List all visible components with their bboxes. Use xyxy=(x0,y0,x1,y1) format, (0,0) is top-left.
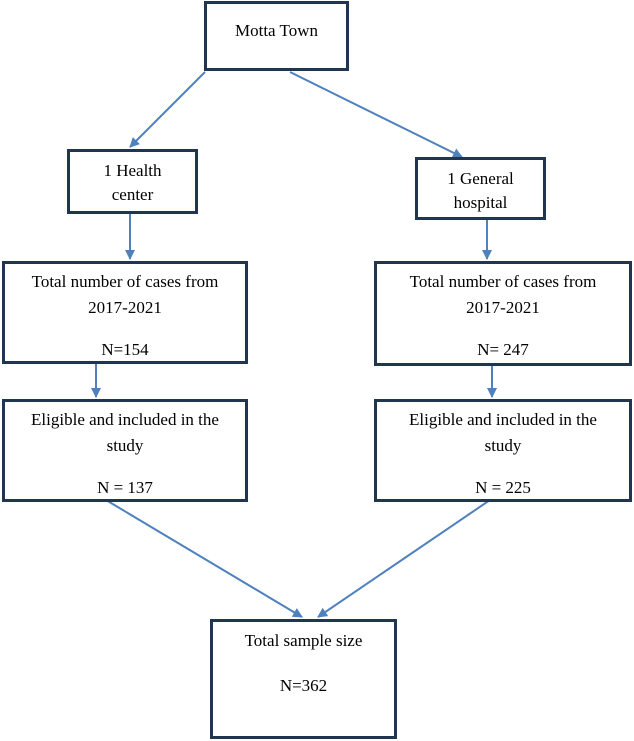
right-eligible-count: N = 225 xyxy=(475,478,531,497)
right-cases-count: N= 247 xyxy=(477,340,529,359)
left-eligible-line1: Eligible and included in the xyxy=(31,410,219,429)
left-eligible-line2: study xyxy=(106,436,144,455)
arrow-root-to-health-center xyxy=(129,71,206,148)
right-cases-line1: Total number of cases from xyxy=(409,272,597,291)
motta-town-label: Motta Town xyxy=(234,21,319,40)
arrow-eligible-left-to-total xyxy=(105,499,303,618)
left-eligible-count: N = 137 xyxy=(97,478,153,497)
left-cases-count: N=154 xyxy=(101,340,149,359)
health-center-line2: center xyxy=(111,185,154,204)
total-sample-count: N=362 xyxy=(279,676,328,695)
left-cases-line1: Total number of cases from xyxy=(31,272,219,291)
health-center-box: 1 Health center xyxy=(67,149,198,214)
right-eligible-box: Eligible and included in the study N = 2… xyxy=(374,399,632,502)
general-hospital-box: 1 General hospital xyxy=(415,157,546,220)
general-hospital-line2: hospital xyxy=(453,193,508,212)
total-sample-box: Total sample size N=362 xyxy=(210,619,397,739)
left-cases-line2: 2017-2021 xyxy=(88,298,162,317)
right-cases-line2: 2017-2021 xyxy=(466,298,540,317)
right-eligible-line1: Eligible and included in the xyxy=(409,410,597,429)
right-eligible-line2: study xyxy=(484,436,522,455)
left-eligible-box: Eligible and included in the study N = 1… xyxy=(2,399,248,502)
arrow-eligible-right-to-total xyxy=(317,499,491,618)
general-hospital-line1: 1 General xyxy=(447,169,514,188)
total-sample-label: Total sample size xyxy=(244,631,363,650)
motta-town-box: Motta Town xyxy=(204,1,349,71)
left-cases-box: Total number of cases from 2017-2021 N=1… xyxy=(2,261,248,364)
arrow-root-to-general-hospital xyxy=(289,71,463,158)
right-cases-box: Total number of cases from 2017-2021 N= … xyxy=(374,261,632,366)
health-center-line1: 1 Health xyxy=(103,161,162,180)
